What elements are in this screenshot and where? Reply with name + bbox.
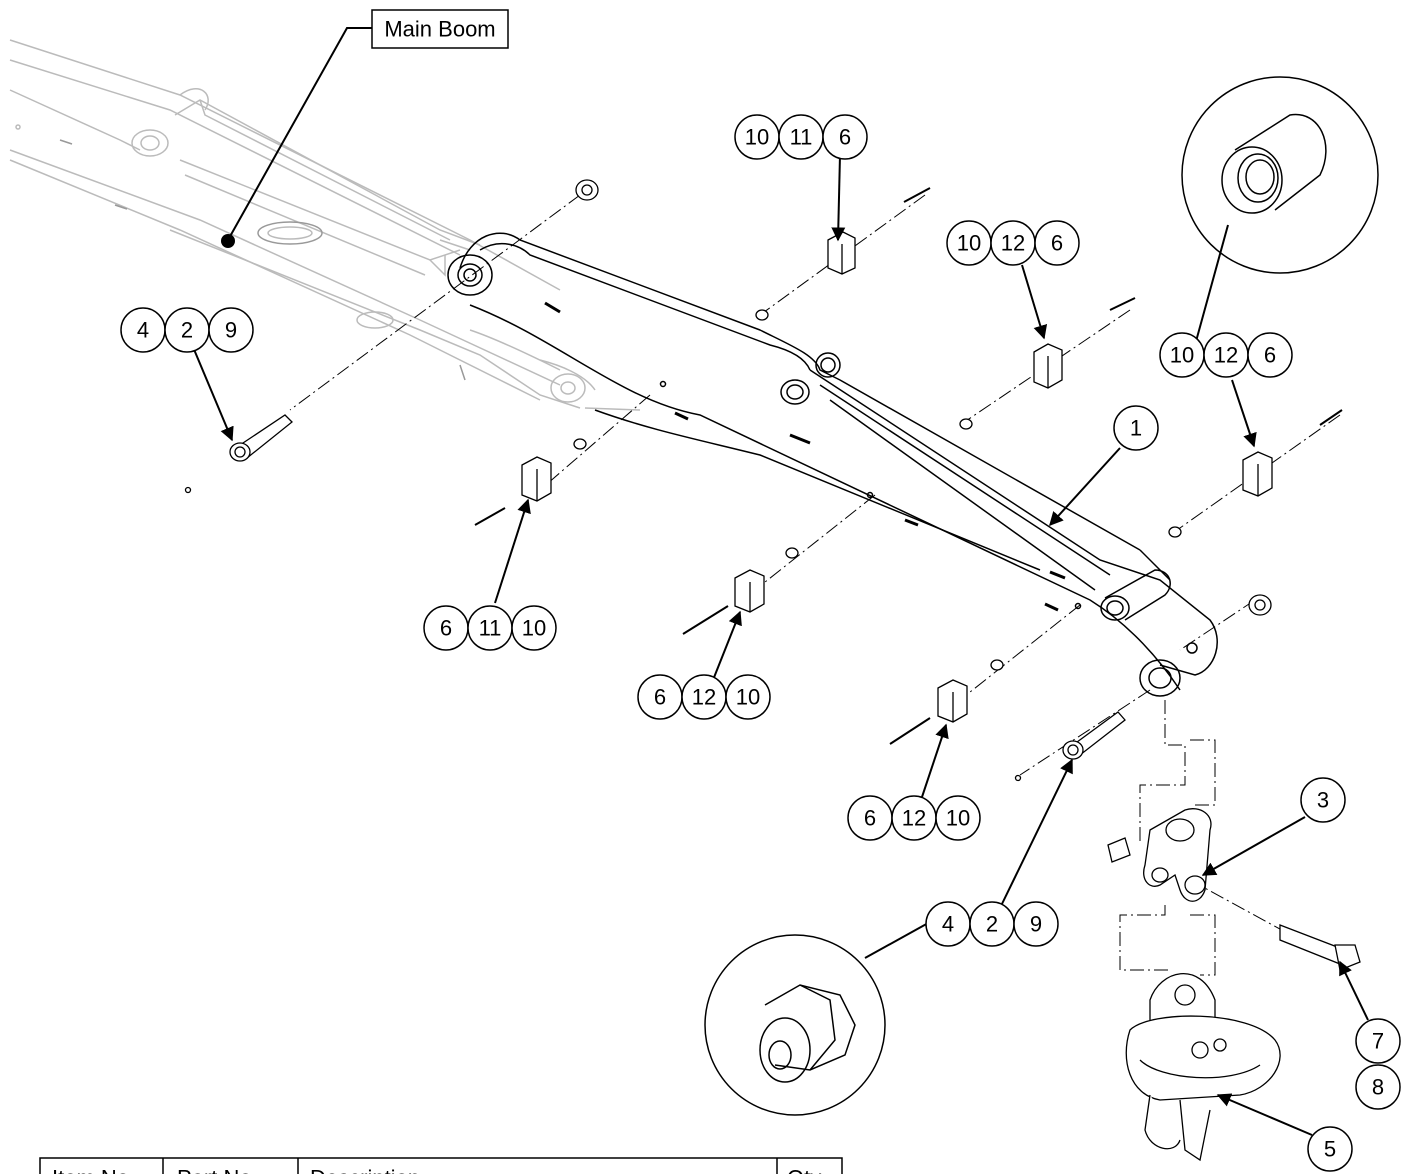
nut-top [575,179,599,201]
balloon-number: 6 [839,125,851,150]
arm-assembly [447,232,1218,697]
hardware [184,179,1361,1162]
leader-6-11-10 [494,498,531,604]
balloon-group-3 [1300,777,1346,823]
balloon-number: 10 [736,685,760,710]
leader-4-2-9-bottom [999,758,1073,909]
balloon-number: 10 [522,616,546,641]
balloon-group-5 [1307,1126,1353,1172]
leader-detail-top [1194,224,1229,346]
balloon-number: 6 [1051,231,1063,256]
balloon-number: 8 [1372,1075,1384,1100]
table-header-qty: Qty. [787,1166,826,1174]
table-header-description: Description [310,1166,420,1174]
leader-10-12-6-right [1231,379,1257,448]
main-boom-label: Main Boom [384,17,495,42]
detail-circle-bottom [704,934,886,1116]
balloon-number: 10 [946,806,970,831]
leader-main-boom-dot [221,234,235,248]
balloon-group-7 [1355,1018,1401,1064]
leader-10-12-6-mid [1021,264,1048,340]
table-header-item-no: Item No. [52,1166,135,1174]
balloon-number: 12 [902,806,926,831]
leaders [192,27,1369,1136]
balloon-number: 12 [1214,343,1238,368]
balloon-group-4-2-9-bottom [925,901,1059,947]
rotator-item-5 [1125,972,1281,1162]
balloon-number: 12 [1001,231,1025,256]
main-boom [9,39,641,411]
pin-bottom [1014,711,1126,782]
block-top [755,187,931,321]
balloon-group-10-12-6-mid [946,220,1080,266]
balloon-number: 6 [654,685,666,710]
block-mid [959,297,1136,430]
balloon-number: 4 [137,318,149,343]
balloon-group-1 [1113,405,1159,451]
balloon-number: 10 [957,231,981,256]
leader-5 [1216,1093,1313,1136]
main-boom-callout: Main Boom [371,9,509,49]
balloon-number: 6 [1264,343,1276,368]
balloon-number: 2 [986,912,998,937]
balloon-number: 11 [790,125,813,150]
leader-6-12-10-b [921,723,949,798]
balloon-number: 10 [745,125,769,150]
pin-left [184,414,293,494]
block-lower [889,659,1004,745]
balloon-number: 1 [1130,416,1142,441]
balloon-number: 12 [692,685,716,710]
balloon-number: 6 [440,616,452,641]
balloons [120,114,1401,1172]
leader-4-2-9-left [192,346,234,442]
leader-1 [1049,447,1121,527]
leader-10-11-6-top [831,154,846,242]
leader-3 [1201,816,1306,876]
balloon-number: 9 [225,318,237,343]
block-lower-left [474,438,587,526]
bolt-item-7 [1279,924,1361,971]
balloon-number: 9 [1030,912,1042,937]
balloon-number: 10 [1170,343,1194,368]
balloon-group-6-12-10-a [637,674,771,720]
balloon-labels: 10 11 6 10 12 6 10 12 6 4 2 9 1 6 11 10 … [137,125,1384,1162]
leader-6-12-10-a [712,610,742,681]
balloon-number: 4 [942,912,954,937]
nut-right [1248,594,1272,616]
leader-7 [1339,960,1369,1021]
balloon-number: 2 [181,318,193,343]
balloon-group-4-2-9-left [120,307,254,353]
balloon-number: 3 [1317,788,1329,813]
table-header-part-no: Part No. [177,1166,258,1174]
balloon-group-10-11-6-top [734,114,868,160]
block-lower-mid [682,547,799,635]
parts-table-header: Item No. Part No. Description Qty. [39,1157,843,1174]
balloon-number: 6 [864,806,876,831]
balloon-group-6-12-10-b [847,795,981,841]
bracket-item-3 [1107,808,1212,902]
balloon-number: 7 [1372,1029,1384,1054]
leader-main-boom [227,27,372,241]
balloon-group-6-11-10 [423,605,557,651]
balloon-number: 5 [1324,1137,1336,1162]
balloon-number: 11 [479,616,502,641]
block-right [1168,409,1343,538]
detail-circle-top-right [1181,76,1379,274]
balloon-group-10-12-6-right [1159,332,1293,378]
leader-detail-bottom [864,921,931,959]
balloon-group-8 [1355,1064,1401,1110]
